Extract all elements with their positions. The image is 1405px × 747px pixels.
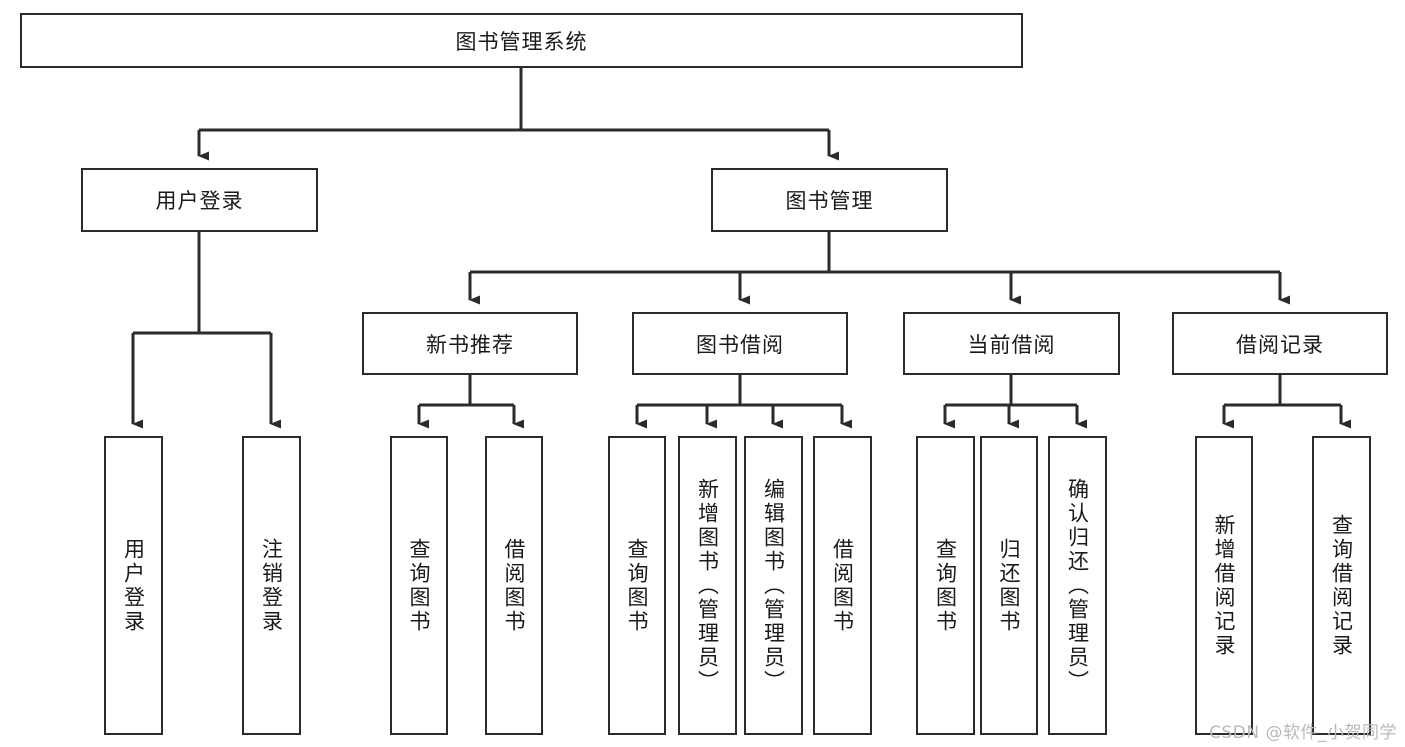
leaf-add-book-admin[interactable]: 新增图书（管理员）: [678, 436, 737, 735]
node-label: 查询图书: [407, 537, 432, 634]
node-label: 确认归还（管理员）: [1065, 477, 1090, 694]
node-label: 查询图书: [933, 537, 958, 634]
leaf-borrow-book-recommend[interactable]: 借阅图书: [485, 436, 543, 735]
node-current-borrow[interactable]: 当前借阅: [903, 312, 1120, 375]
node-label: 归还图书: [997, 537, 1022, 634]
leaf-add-borrow-record[interactable]: 新增借阅记录: [1195, 436, 1253, 735]
node-label: 查询图书: [625, 537, 650, 634]
edge-borrowrecord-to-leaves: [1222, 375, 1351, 429]
node-label: 注销登录: [259, 537, 284, 634]
leaf-logout-login[interactable]: 注销登录: [242, 436, 301, 735]
node-label: 新增借阅记录: [1212, 513, 1237, 658]
edge-bookborrow-to-leaves: [635, 375, 852, 429]
leaf-return-book[interactable]: 归还图书: [980, 436, 1038, 735]
node-label: 图书管理: [785, 189, 874, 213]
node-root-system[interactable]: 图书管理系统: [20, 13, 1023, 68]
leaf-query-book-borrow[interactable]: 查询图书: [608, 436, 666, 735]
leaf-query-book-recommend[interactable]: 查询图书: [390, 436, 448, 735]
node-new-book-recommend[interactable]: 新书推荐: [362, 312, 578, 375]
edge-currentborrow-to-leaves: [943, 375, 1087, 429]
leaf-query-book-current[interactable]: 查询图书: [916, 436, 975, 735]
node-label: 图书管理系统: [455, 29, 588, 54]
node-label: 新增图书（管理员）: [695, 477, 720, 694]
edge-bookmgmt-to-level2: [468, 232, 1290, 305]
node-label: 借阅图书: [830, 537, 855, 634]
leaf-borrow-book[interactable]: 借阅图书: [813, 436, 872, 735]
node-label: 借阅记录: [1236, 332, 1324, 357]
node-label: 用户登录: [155, 189, 244, 213]
node-label: 用户登录: [121, 537, 146, 634]
edge-userlogin-to-leaves: [131, 232, 281, 429]
csdn-watermark: CSDN @软件_小贺同学: [1209, 723, 1397, 743]
node-label: 新书推荐: [426, 332, 514, 357]
node-book-borrow[interactable]: 图书借阅: [632, 312, 848, 375]
node-label: 图书借阅: [696, 332, 784, 357]
leaf-query-borrow-record[interactable]: 查询借阅记录: [1312, 436, 1371, 735]
leaf-confirm-return-admin[interactable]: 确认归还（管理员）: [1048, 436, 1107, 735]
node-label: 借阅图书: [502, 537, 527, 634]
node-user-login[interactable]: 用户登录: [81, 168, 318, 232]
node-label: 编辑图书（管理员）: [761, 477, 786, 694]
leaf-edit-book-admin[interactable]: 编辑图书（管理员）: [744, 436, 803, 735]
node-borrow-record[interactable]: 借阅记录: [1172, 312, 1388, 375]
leaf-user-login[interactable]: 用户登录: [104, 436, 163, 735]
node-label: 查询借阅记录: [1329, 513, 1354, 658]
node-book-management[interactable]: 图书管理: [711, 168, 948, 232]
node-label: 当前借阅: [967, 332, 1056, 357]
edge-root-to-level1: [197, 68, 839, 161]
edge-newbookrec-to-leaves: [417, 375, 524, 429]
